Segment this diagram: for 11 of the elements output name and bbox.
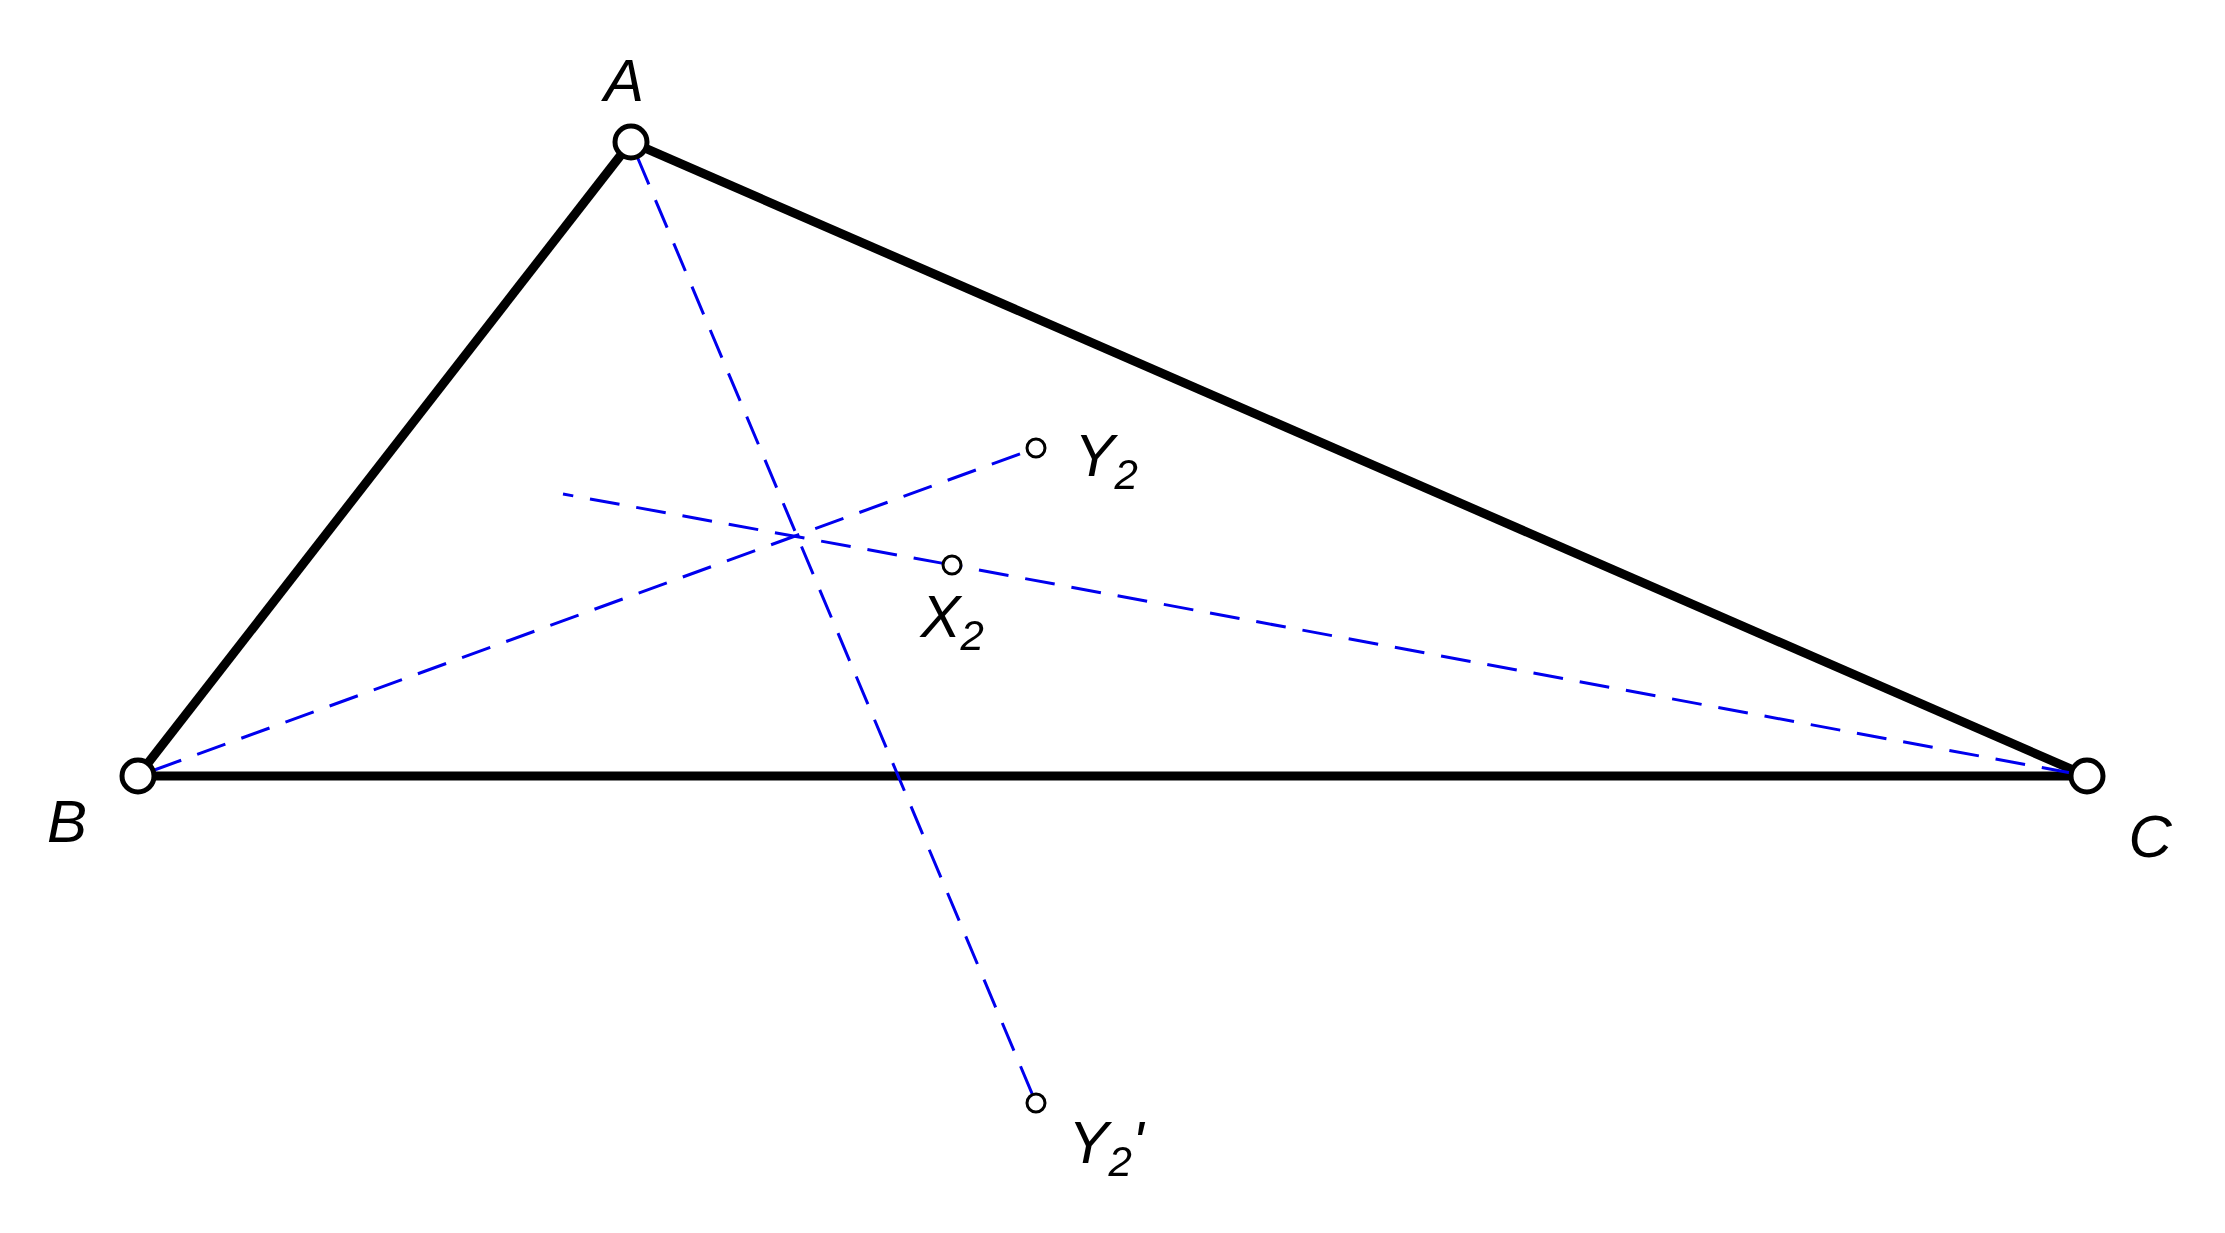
construction-line bbox=[562, 492, 944, 565]
point-label: X$_{2}$ bbox=[920, 587, 984, 657]
point-label: Y$_{2}$ bbox=[1074, 426, 1138, 496]
construction-line bbox=[635, 156, 1034, 1096]
triangle-side bbox=[154, 771, 2071, 781]
triangle-side bbox=[144, 151, 625, 767]
point-label: C bbox=[2128, 807, 2172, 867]
construction-line bbox=[960, 565, 2072, 775]
point-label: Y$_{2}$' bbox=[1068, 1113, 1144, 1183]
point-label: B bbox=[47, 792, 88, 852]
triangle-side bbox=[643, 144, 2075, 774]
